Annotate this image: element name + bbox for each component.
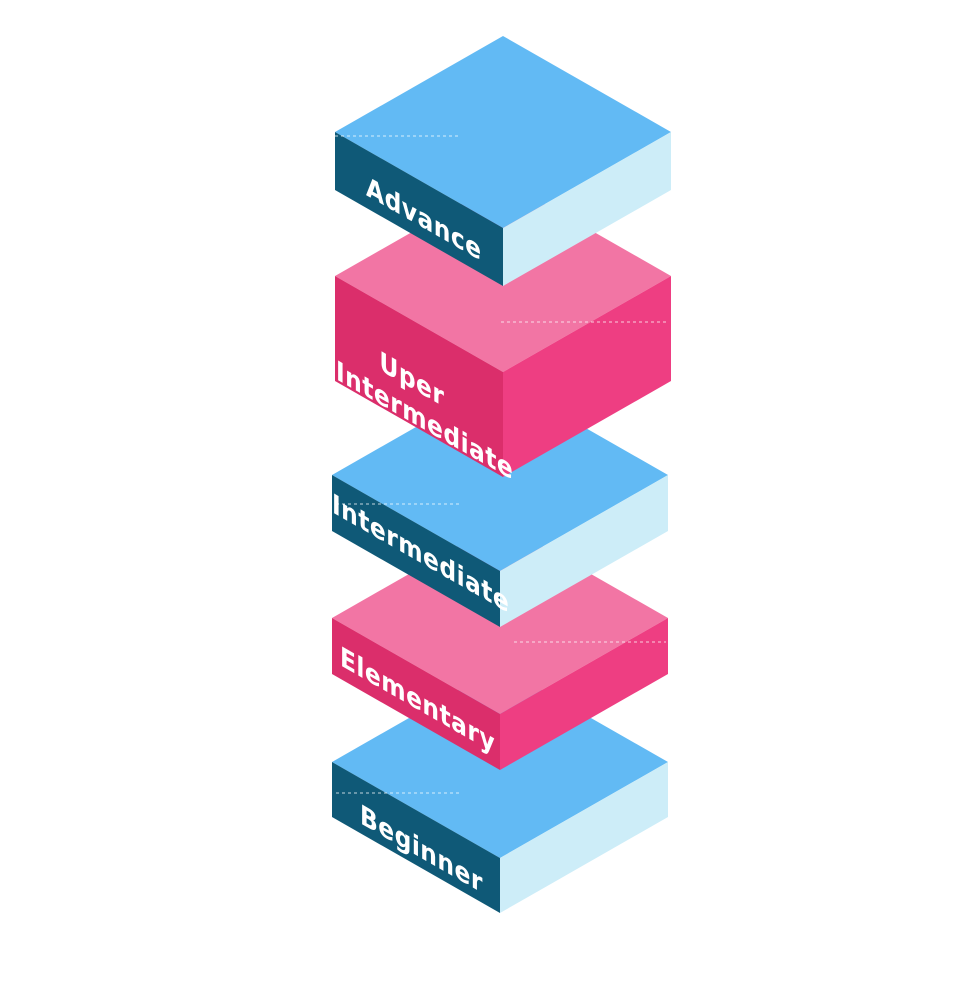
block-left-face <box>335 132 503 286</box>
block-right-face <box>503 276 671 477</box>
block-right-face <box>500 475 668 627</box>
block-right-face <box>500 762 668 913</box>
block-left-face <box>335 276 503 477</box>
level-block-advance: Advance <box>335 36 671 286</box>
block-left-face <box>332 762 500 913</box>
block-right-face <box>503 132 671 286</box>
block-left-face <box>332 475 500 627</box>
block-left-face <box>332 618 500 770</box>
block-right-face <box>500 618 668 770</box>
